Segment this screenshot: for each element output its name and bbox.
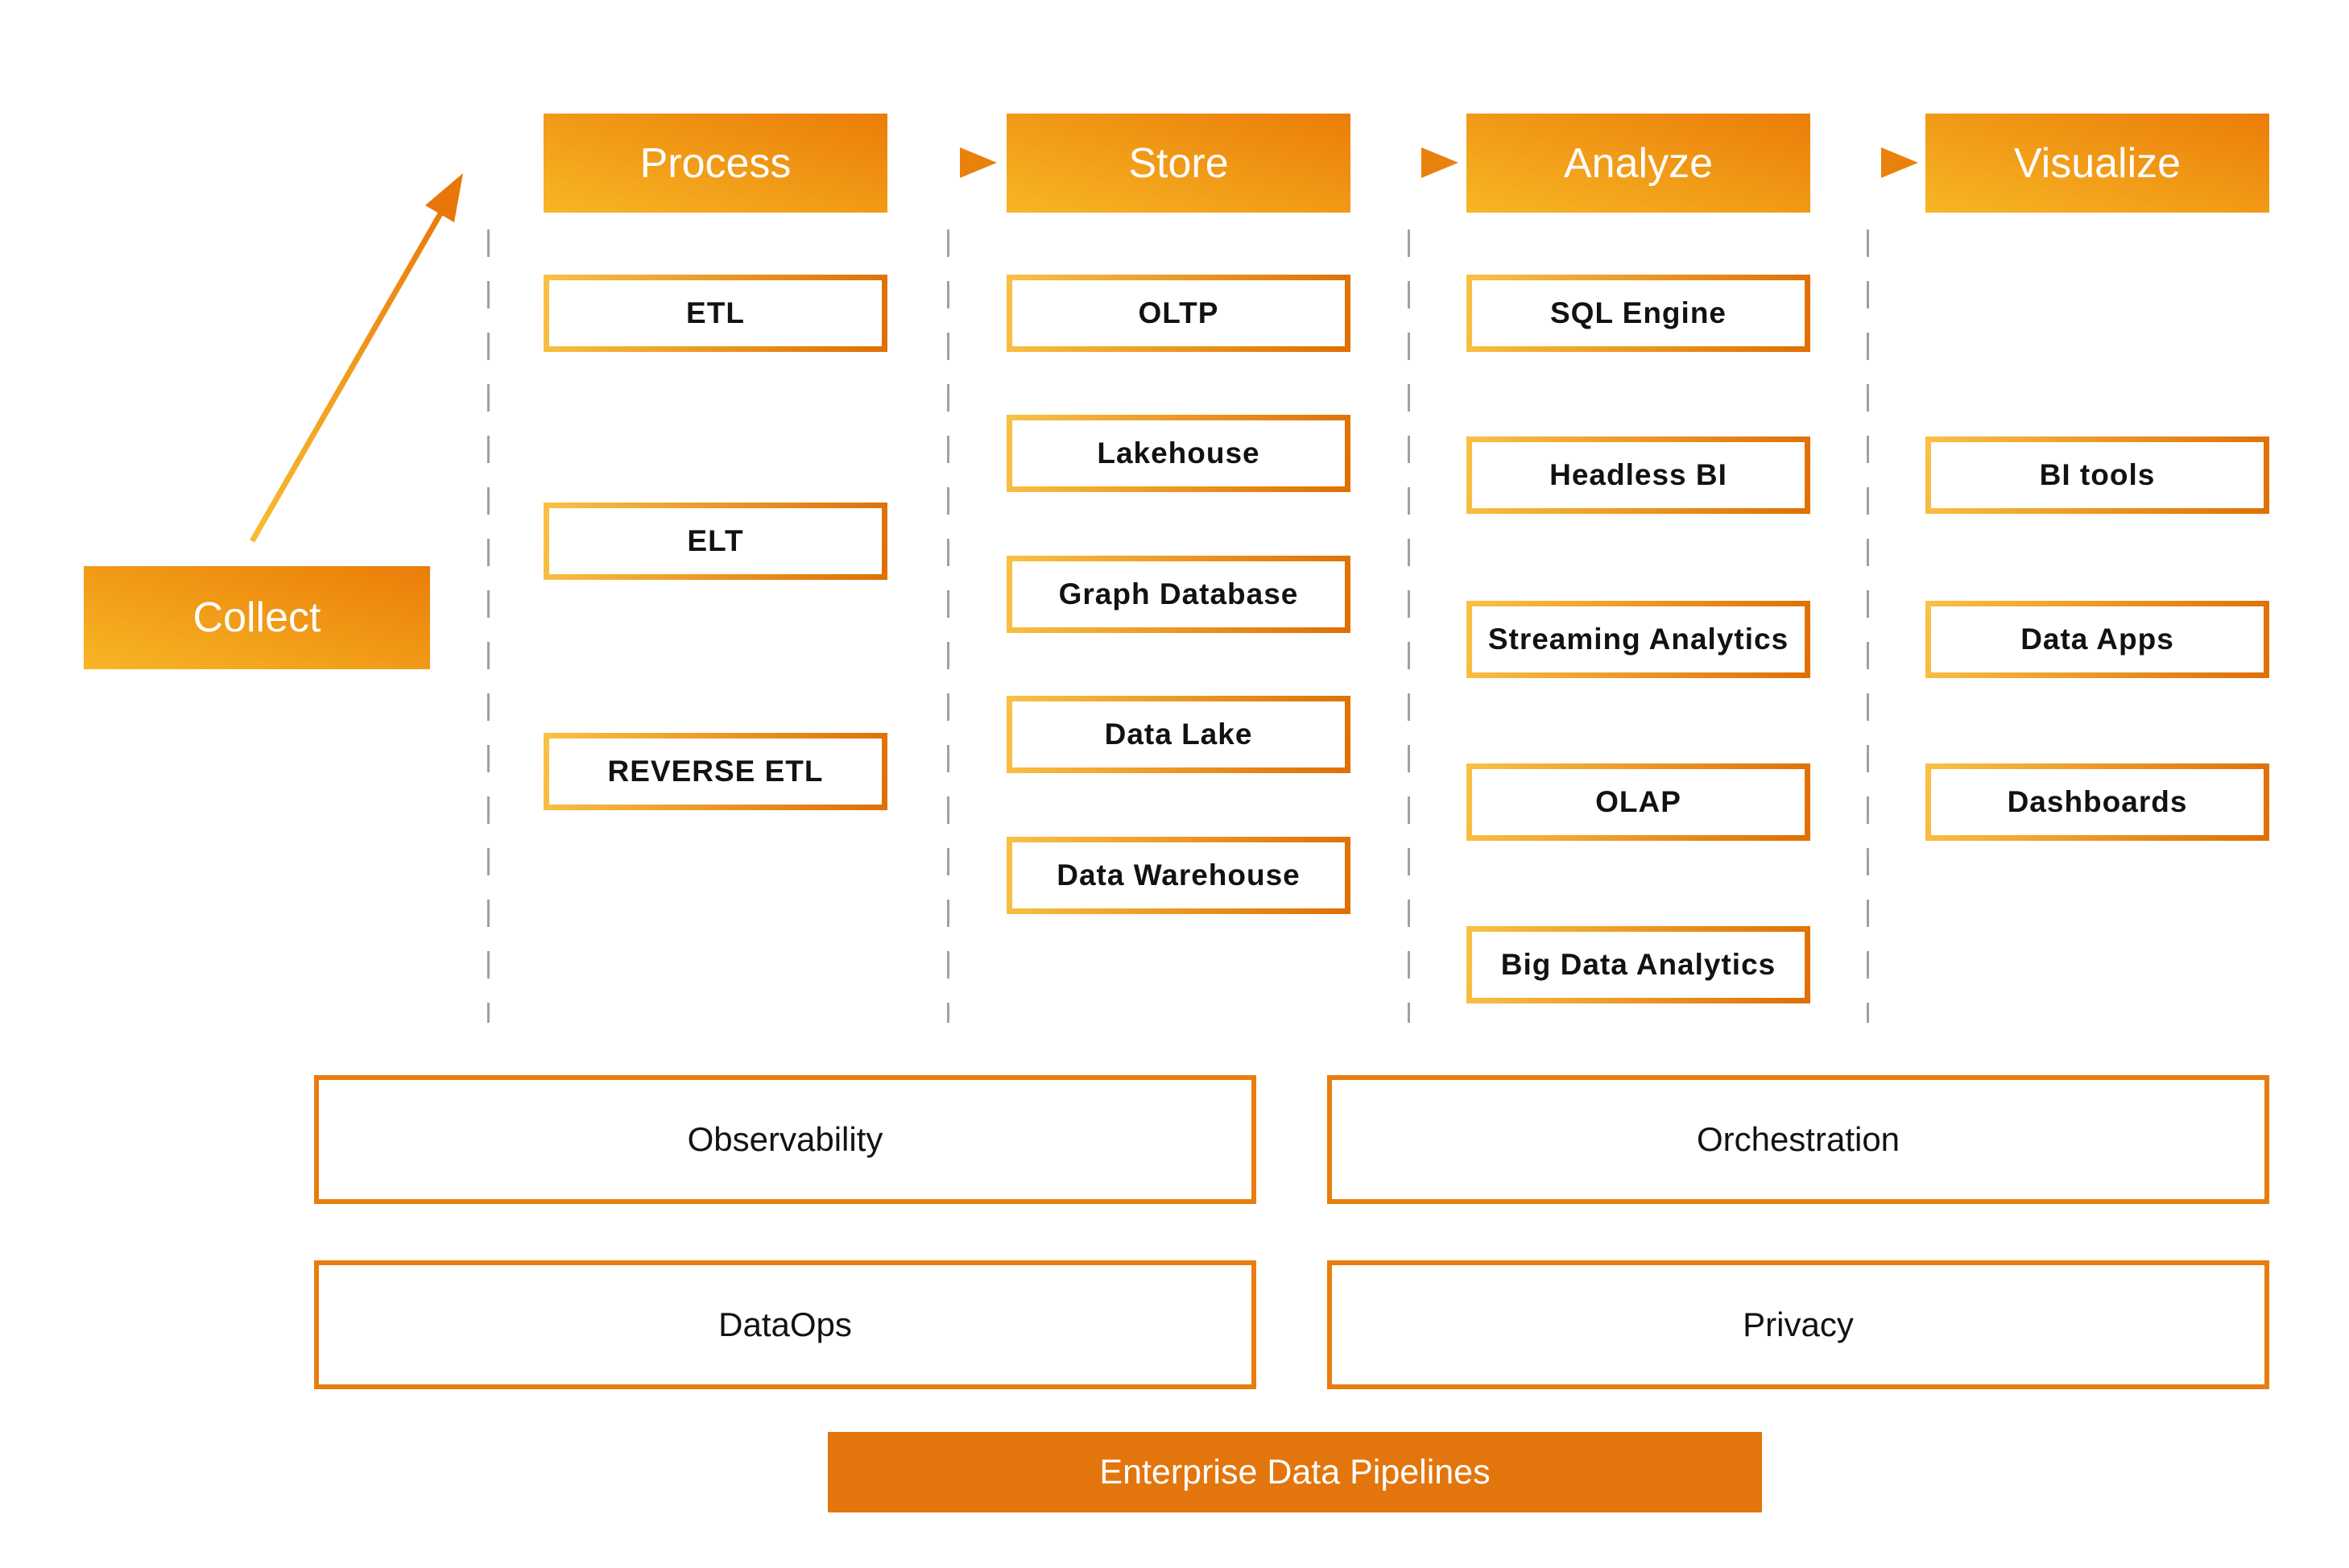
item-elt: ELT: [544, 503, 887, 580]
collect-arrow-icon: [249, 173, 463, 543]
flow-arrow-icon: [900, 147, 997, 178]
item-lakehouse: Lakehouse: [1007, 415, 1350, 492]
stage-header-analyze: Analyze: [1466, 114, 1810, 213]
item-olap: OLAP: [1466, 763, 1810, 841]
item-graph-database: Graph Database: [1007, 556, 1350, 633]
flow-arrow-icon: [1362, 147, 1458, 178]
item-data-warehouse: Data Warehouse: [1007, 837, 1350, 914]
column-divider: [487, 230, 490, 1023]
item-streaming-analytics: Streaming Analytics: [1466, 601, 1810, 678]
item-bi-tools: BI tools: [1925, 436, 2269, 514]
node-collect: Collect: [84, 566, 430, 669]
item-data-lake: Data Lake: [1007, 696, 1350, 773]
item-dashboards: Dashboards: [1925, 763, 2269, 841]
flow-arrow-icon: [1821, 147, 1918, 178]
bar-orchestration: Orchestration: [1327, 1075, 2269, 1204]
stage-header-process: Process: [544, 114, 887, 213]
item-big-data-analytics: Big Data Analytics: [1466, 926, 1810, 1003]
item-reverse-etl: REVERSE ETL: [544, 733, 887, 810]
item-etl: ETL: [544, 275, 887, 352]
column-divider: [1408, 230, 1410, 1023]
bar-privacy: Privacy: [1327, 1260, 2269, 1389]
bar-dataops: DataOps: [314, 1260, 1256, 1389]
item-headless-bi: Headless BI: [1466, 436, 1810, 514]
item-sql-engine: SQL Engine: [1466, 275, 1810, 352]
stage-header-visualize: Visualize: [1925, 114, 2269, 213]
column-divider: [947, 230, 949, 1023]
bar-observability: Observability: [314, 1075, 1256, 1204]
item-oltp: OLTP: [1007, 275, 1350, 352]
item-data-apps: Data Apps: [1925, 601, 2269, 678]
stage-header-store: Store: [1007, 114, 1350, 213]
bar-enterprise-data-pipelines: Enterprise Data Pipelines: [828, 1432, 1762, 1512]
column-divider: [1867, 230, 1869, 1023]
